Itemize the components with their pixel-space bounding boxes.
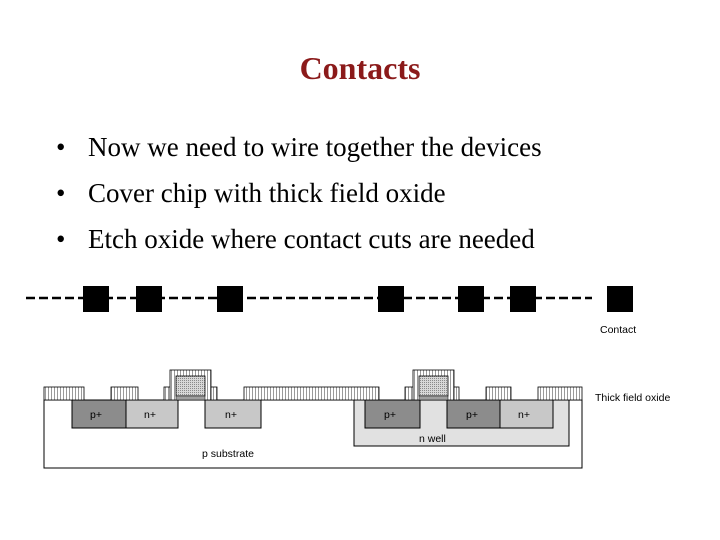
n-plus-diffusion bbox=[499, 399, 554, 429]
slide-title: Contacts bbox=[299, 50, 421, 86]
contact-square bbox=[136, 286, 162, 312]
polysilicon-gate bbox=[175, 375, 206, 397]
diffusion-label: n+ bbox=[144, 409, 156, 421]
diffusion-label: p+ bbox=[384, 409, 396, 421]
contact-mask-row: Contact bbox=[26, 286, 636, 336]
contact-square bbox=[510, 286, 536, 312]
contact-square bbox=[83, 286, 109, 312]
substrate-label: p substrate bbox=[202, 448, 254, 460]
polysilicon-gate bbox=[418, 375, 449, 397]
gate-stack bbox=[169, 369, 212, 401]
diffusion-label: n+ bbox=[225, 409, 237, 421]
contact-cross-section-diagram: Contact p substrate n well p+ n+ n+ p+ p… bbox=[26, 286, 670, 469]
field-oxide-segment bbox=[243, 386, 380, 401]
gate-stack bbox=[412, 369, 455, 401]
contact-label: Contact bbox=[600, 324, 636, 336]
field-oxide-segment bbox=[110, 386, 139, 401]
contact-square bbox=[217, 286, 243, 312]
bullet-item: •Cover chip with thick field oxide bbox=[56, 178, 446, 208]
diffusion-label: p+ bbox=[90, 409, 102, 421]
contact-legend-square bbox=[607, 286, 633, 312]
field-oxide-segment bbox=[485, 386, 512, 401]
p-plus-diffusion bbox=[364, 399, 421, 429]
diffusion-label: n+ bbox=[518, 409, 530, 421]
contact-square bbox=[458, 286, 484, 312]
n-plus-diffusion bbox=[204, 399, 262, 429]
bullet-item: •Etch oxide where contact cuts are neede… bbox=[56, 224, 535, 254]
n-plus-diffusion bbox=[125, 399, 179, 429]
bullet-item: •Now we need to wire together the device… bbox=[56, 132, 542, 162]
oxide-label: Thick field oxide bbox=[595, 392, 670, 404]
diffusion-regions: p+ n+ n+ p+ p+ n+ bbox=[71, 399, 554, 429]
field-oxide-segment bbox=[43, 386, 85, 401]
gate-oxide bbox=[175, 395, 206, 401]
contact-square bbox=[378, 286, 404, 312]
diffusion-label: p+ bbox=[466, 409, 478, 421]
thick-field-oxide bbox=[43, 386, 583, 401]
gate-oxide bbox=[418, 395, 449, 401]
field-oxide-segment bbox=[537, 386, 583, 401]
nwell-label: n well bbox=[419, 433, 446, 445]
bullet-list: •Now we need to wire together the device… bbox=[56, 124, 542, 262]
